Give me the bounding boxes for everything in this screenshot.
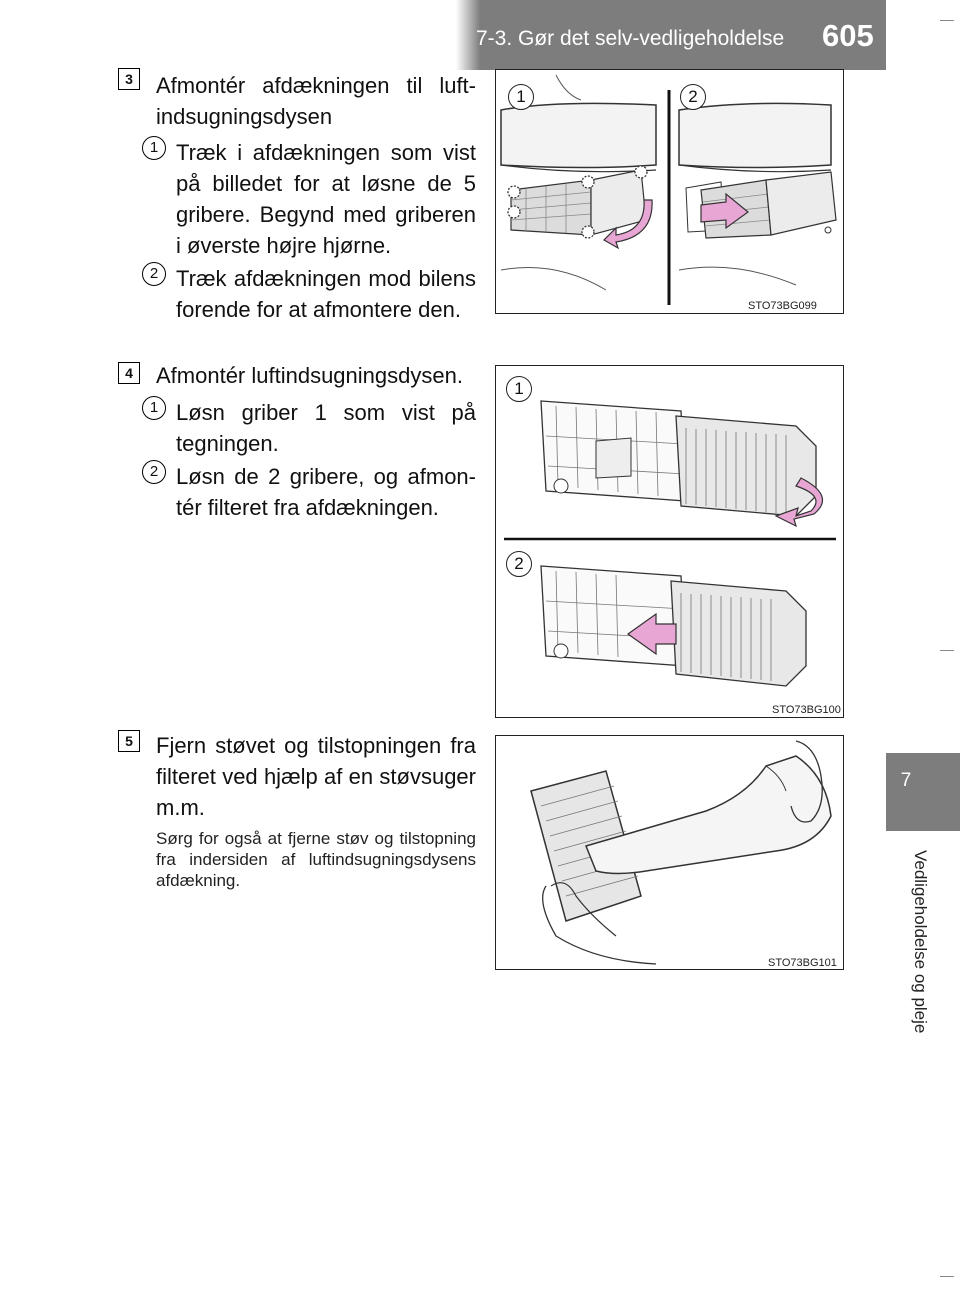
step-number: 5 xyxy=(118,730,140,752)
header-bar xyxy=(456,0,886,70)
substep-number: 2 xyxy=(142,262,166,286)
step-text: Fjern støvet og tilstopningen fra filter… xyxy=(156,733,476,820)
substep-number: 1 xyxy=(142,136,166,160)
chapter-tab xyxy=(886,753,960,831)
substep-text: Træk i afdækningen som vist på billedet … xyxy=(176,140,476,258)
section-title: 7-3. Gør det selv-vedligeholdelse xyxy=(476,27,785,50)
step-number: 4 xyxy=(118,362,140,384)
crop-mark xyxy=(940,20,954,21)
chapter-number: 7 xyxy=(900,770,912,791)
step-note: Sørg for også at fjerne støv og til­stop… xyxy=(156,829,476,890)
figure-callout: 2 xyxy=(506,551,532,577)
figure-callout: 1 xyxy=(508,84,534,110)
substep-text: Løsn griber 1 som vist på tegningen. xyxy=(176,400,476,456)
figure-vacuum-filter: STO73BG101 xyxy=(495,735,844,970)
figure-code: STO73BG100 xyxy=(772,704,841,716)
header-shade xyxy=(456,0,480,70)
step-text: Afmontér luftindsugningsdysen. xyxy=(156,363,463,388)
crop-mark xyxy=(940,1276,954,1277)
header-left xyxy=(0,0,456,70)
chapter-title: Vedligeholdelse og pleje xyxy=(911,850,930,1034)
crop-mark xyxy=(940,650,954,651)
figure-code: STO73BG099 xyxy=(748,300,817,312)
substep-number: 1 xyxy=(142,396,166,420)
substep-text: Løsn de 2 gribere, og afmon­tér filteret… xyxy=(176,464,476,520)
page-number: 605 xyxy=(822,18,874,53)
figure-callout: 2 xyxy=(680,84,706,110)
filter-illustration xyxy=(504,400,836,687)
step-text: Afmontér afdækningen til luft­indsugning… xyxy=(156,73,476,129)
figure-cover-removal: 1 2 STO73BG099 xyxy=(495,69,844,314)
substep-text: Træk afdækningen mod bi­lens forende for… xyxy=(176,266,476,322)
figure-code: STO73BG101 xyxy=(768,957,837,969)
step-number: 3 xyxy=(118,68,140,90)
cover-illustration xyxy=(500,74,837,305)
vacuum-illustration xyxy=(530,740,832,965)
figure-callout: 1 xyxy=(506,376,532,402)
figure-filter-removal: 1 2 STO73BG100 xyxy=(495,365,844,718)
substep-number: 2 xyxy=(142,460,166,484)
